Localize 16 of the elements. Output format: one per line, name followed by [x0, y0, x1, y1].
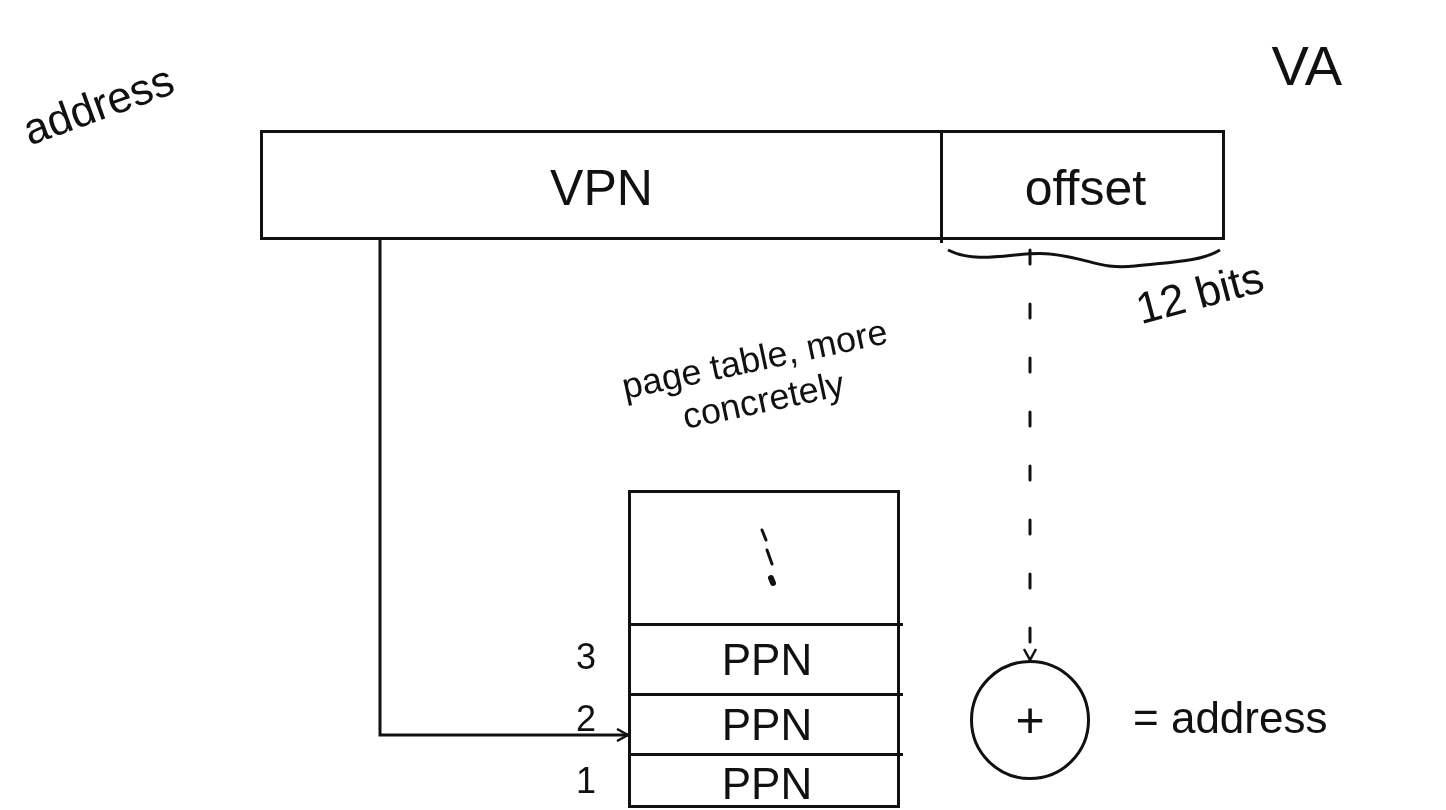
node-label: offset — [1024, 159, 1147, 217]
node-label: PPN — [721, 634, 813, 685]
text-label: 12 bits — [1130, 252, 1269, 334]
side-label: = address — [1133, 693, 1328, 743]
heading: page table, more concretely — [617, 309, 892, 439]
node-label: PPN — [721, 699, 813, 750]
side-label: 2 — [576, 698, 597, 740]
arrow — [378, 238, 630, 743]
side-label: 1 — [576, 760, 597, 802]
text-label: address — [16, 54, 181, 156]
dashed-arrow — [1022, 248, 1038, 662]
node-label: + — [1015, 691, 1045, 749]
side-label: 3 — [576, 636, 597, 678]
heading: VA — [1271, 33, 1342, 98]
node-label: PPN — [721, 758, 813, 809]
node-label: VPN — [550, 159, 653, 217]
